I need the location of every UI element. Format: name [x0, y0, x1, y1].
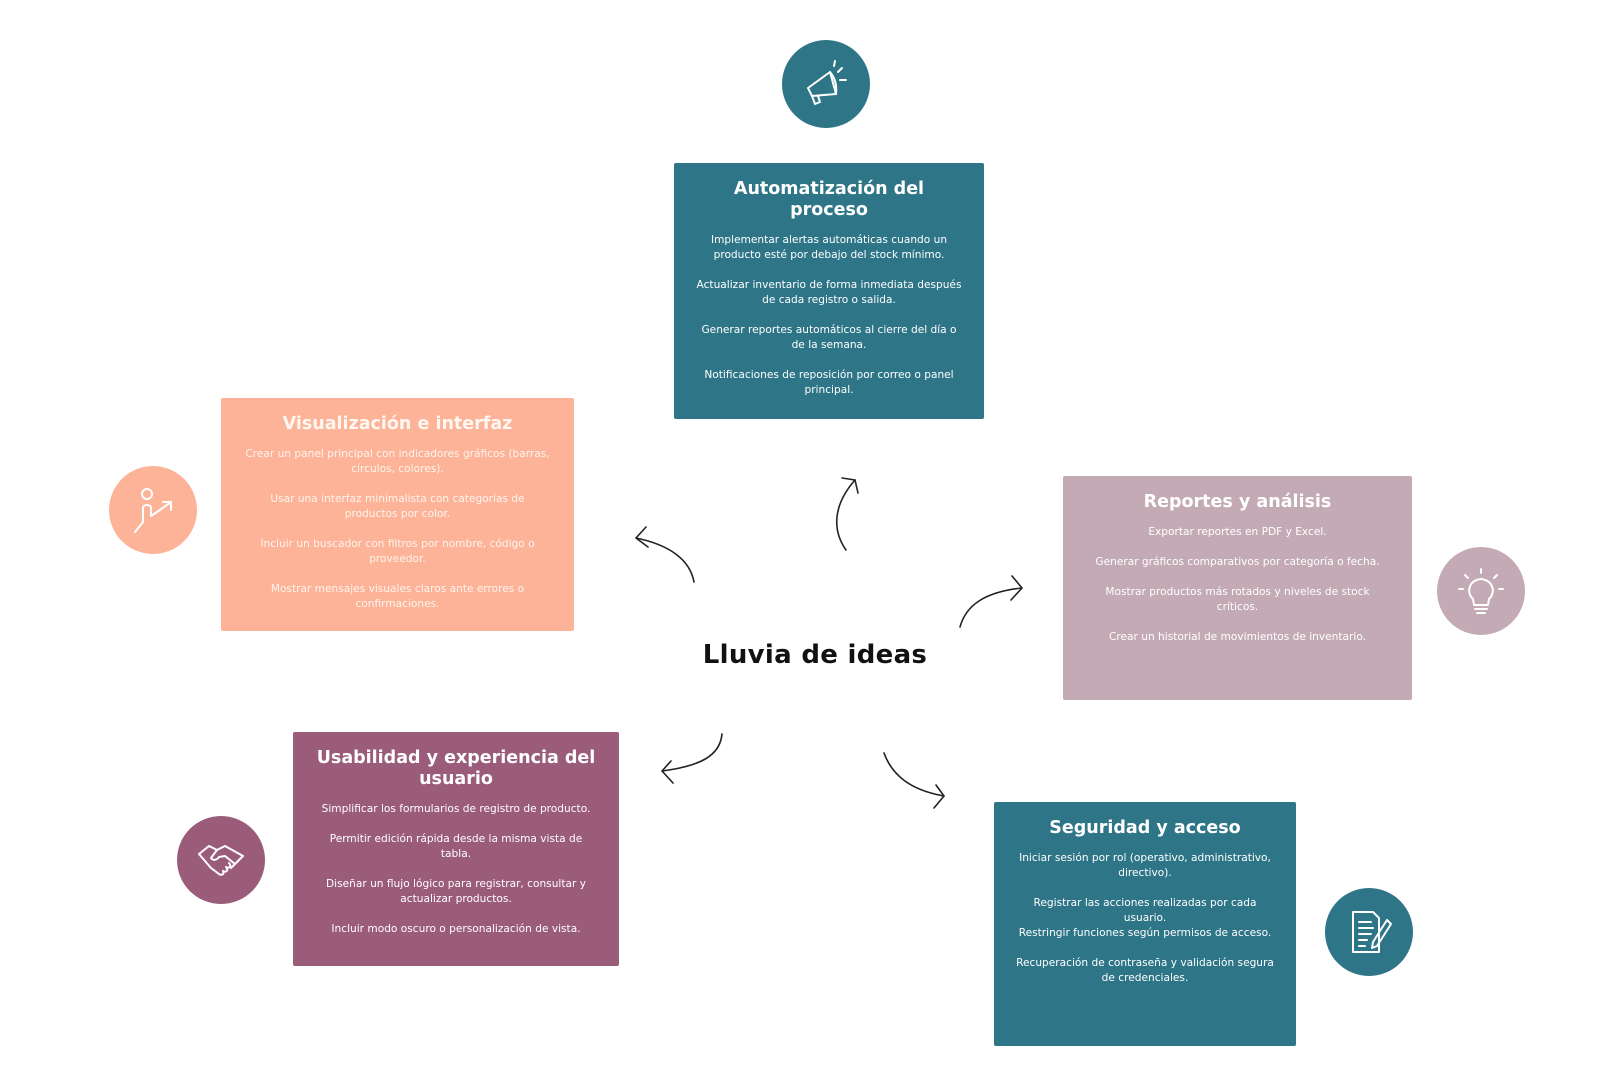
list-item: Actualizar inventario de forma inmediata…	[696, 279, 962, 306]
list-item: Mostrar productos más rotados y niveles …	[1105, 586, 1370, 613]
box-title: Automatización del proceso	[733, 179, 925, 220]
box-title: Usabilidad y experiencia del usuario	[316, 748, 596, 789]
list-item: Generar gráficos comparativos por catego…	[1095, 556, 1380, 568]
list-item: Crear un historial de movimientos de inv…	[1109, 631, 1366, 643]
handshake-icon	[177, 816, 265, 904]
box-title: Visualización e interfaz	[282, 414, 513, 434]
arrow-to-automatizacion	[835, 477, 859, 551]
list-item: Diseñar un flujo lógico para registrar, …	[326, 878, 586, 905]
megaphone-icon	[782, 40, 870, 128]
list-item: Simplificar los formularios de registro …	[321, 803, 591, 815]
arrow-to-reportes	[959, 575, 1023, 628]
box-automatizacion: Automatización del proceso Implementar a…	[674, 163, 984, 419]
lightbulb-icon	[1437, 547, 1525, 635]
list-item: Incluir modo oscuro o personalización de…	[331, 923, 581, 935]
list-item: Crear un panel principal con indicadores…	[245, 448, 550, 475]
list-item: Iniciar sesión por rol (operativo, admin…	[1019, 852, 1271, 879]
arrow-to-visualizacion	[635, 526, 695, 583]
list-item: Generar reportes automáticos al cierre d…	[701, 324, 957, 351]
list-item: Notificaciones de reposición por correo …	[704, 369, 954, 396]
list-item: Implementar alertas automáticas cuando u…	[710, 234, 948, 261]
list-item: Mostrar mensajes visuales claros ante er…	[270, 583, 525, 610]
list-item: Restringir funciones según permisos de a…	[1018, 927, 1272, 939]
arrow-to-seguridad	[883, 752, 945, 809]
box-title: Seguridad y acceso	[1049, 818, 1241, 838]
list-item: Incluir un buscador con filtros por nomb…	[260, 538, 535, 565]
box-title: Reportes y análisis	[1143, 492, 1332, 512]
box-usabilidad: Usabilidad y experiencia del usuario Sim…	[293, 732, 619, 966]
list-item: Recuperación de contraseña y validación …	[1016, 957, 1274, 984]
document-edit-icon	[1325, 888, 1413, 976]
diagram-title: Lluvia de ideas	[702, 640, 928, 670]
list-item: Registrar las acciones realizadas por ca…	[1033, 897, 1257, 924]
list-item: Usar una interfaz minimalista con catego…	[270, 493, 525, 520]
list-item: Permitir edición rápida desde la misma v…	[329, 833, 583, 860]
box-seguridad: Seguridad y acceso Iniciar sesión por ro…	[994, 802, 1296, 1046]
list-item: Exportar reportes en PDF y Excel.	[1148, 526, 1327, 538]
arrow-to-usabilidad	[661, 733, 723, 784]
box-reportes: Reportes y análisis Exportar reportes en…	[1063, 476, 1412, 700]
box-visualizacion: Visualización e interfaz Crear un panel …	[221, 398, 574, 631]
growth-person-icon	[109, 466, 197, 554]
